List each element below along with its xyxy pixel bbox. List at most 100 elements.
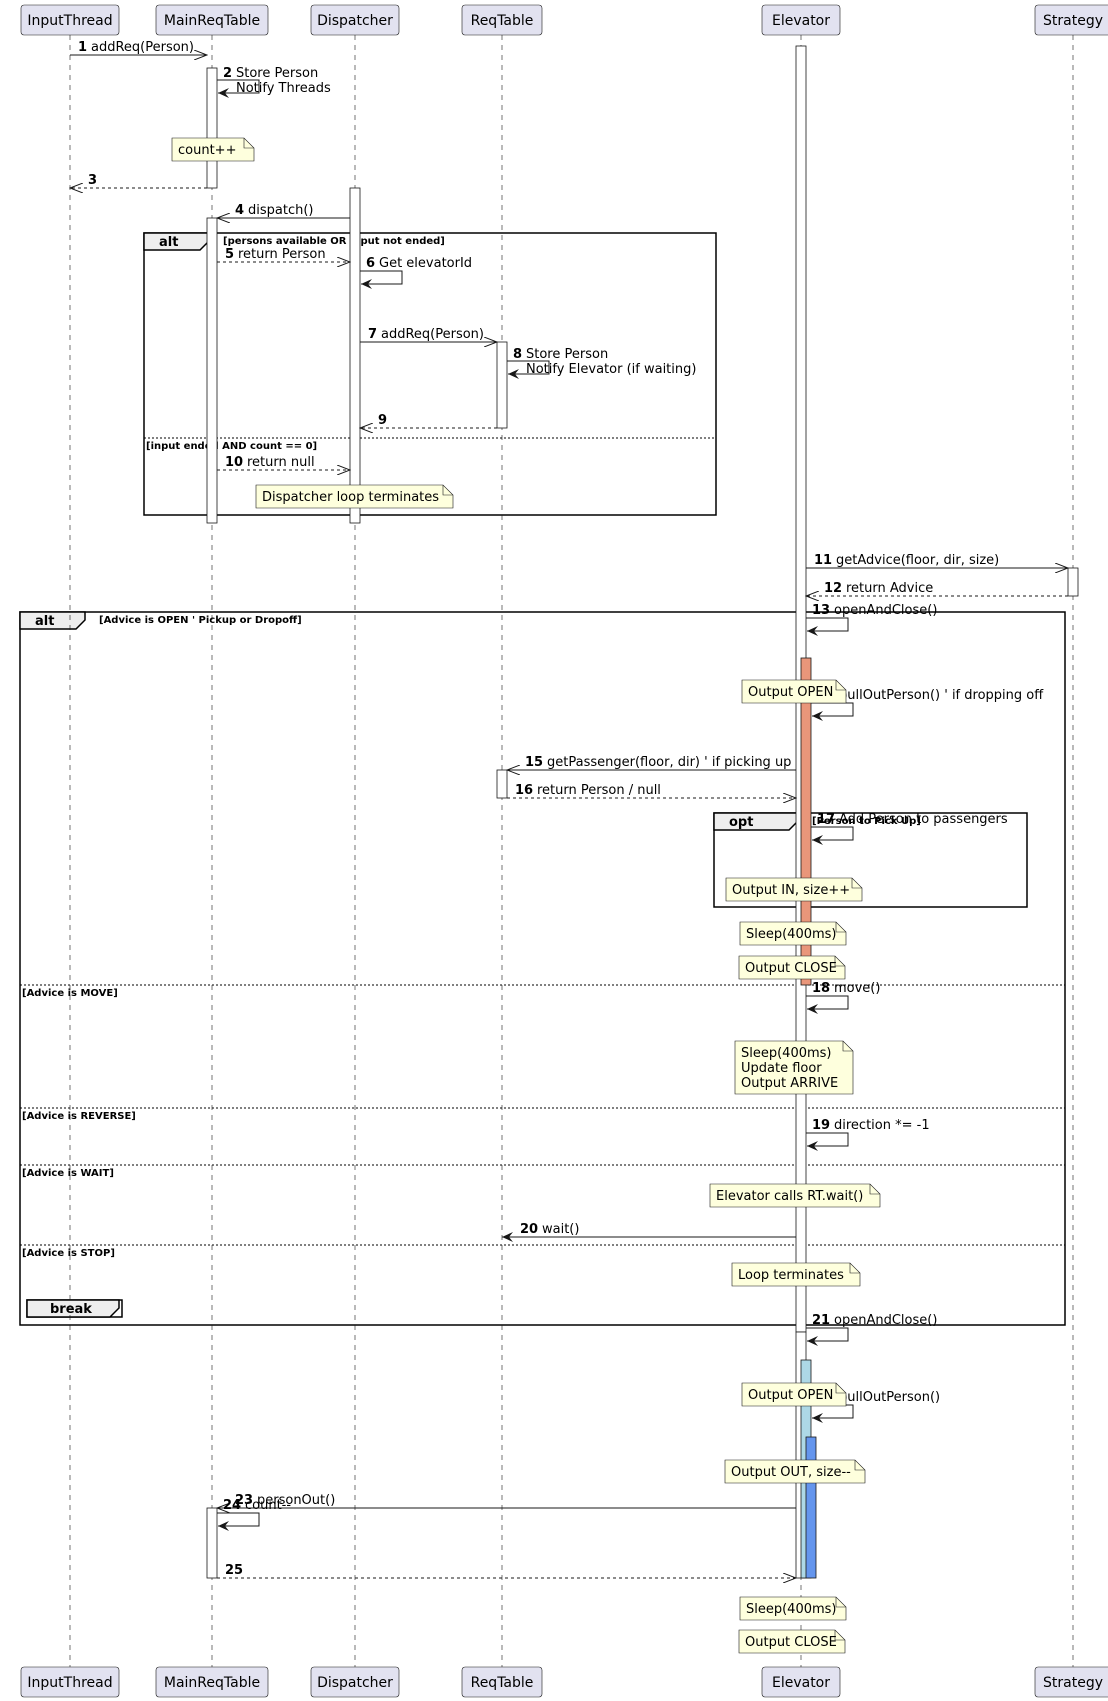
- note-fold: [243, 138, 254, 149]
- note-fold: [854, 1460, 865, 1471]
- message-number: 24: [223, 1498, 241, 1513]
- note-n10: Output OPEN: [741, 1382, 847, 1407]
- note-text: Dispatcher loop terminates: [262, 490, 439, 505]
- participant-label: Elevator: [772, 13, 830, 29]
- note-text: Output CLOSE: [745, 1635, 837, 1650]
- note-box: [741, 679, 847, 704]
- note-fold: [834, 956, 845, 967]
- participant-label: Dispatcher: [317, 1675, 393, 1691]
- message-10: 10 return null: [217, 455, 350, 470]
- note-box: [741, 1382, 847, 1407]
- note-box: [739, 1596, 847, 1621]
- message-label: dispatch(): [248, 203, 313, 218]
- participant-label: ReqTable: [471, 1675, 534, 1691]
- participant-strategy-bottom: Strategy: [1034, 1666, 1108, 1698]
- frame-guard: [Advice is OPEN ' Pickup or Dropoff]: [99, 615, 302, 626]
- note-n4: Output IN, size++: [725, 877, 863, 902]
- note-text: Sleep(400ms): [746, 1602, 837, 1617]
- note-box: [731, 1262, 861, 1287]
- message-number: 2: [223, 66, 232, 81]
- note-n6: Output CLOSE: [738, 955, 846, 980]
- message-label: Store Person: [236, 66, 318, 81]
- message-number: 3: [88, 173, 97, 188]
- participant-reqtable-bottom: ReqTable: [461, 1666, 543, 1698]
- participant-elevator-top: Elevator: [761, 4, 841, 36]
- activation-bar: [206, 217, 218, 524]
- participant-reqtable-top: ReqTable: [461, 4, 543, 36]
- participant-label: Elevator: [772, 1675, 830, 1691]
- participant-label: Strategy: [1043, 13, 1103, 29]
- message-label: Add Person to passengers: [839, 812, 1008, 827]
- note-fold: [835, 680, 846, 691]
- message-arrow: [360, 270, 403, 289]
- participant-label: Strategy: [1043, 1675, 1103, 1691]
- participant-box: [155, 1666, 269, 1698]
- note-text: Output OPEN: [748, 1388, 833, 1403]
- message-number: 15: [525, 755, 543, 770]
- message-number: 5: [225, 247, 234, 262]
- frame-alt-0: alt[persons available OR input not ended…: [143, 232, 717, 516]
- participant-box: [20, 1666, 120, 1698]
- message-label: openAndClose(): [834, 603, 937, 618]
- activation-bar: [206, 1507, 218, 1579]
- message-number: 18: [812, 981, 830, 996]
- message-number: 16: [515, 783, 533, 798]
- frame-border: [713, 812, 1028, 908]
- note-fold: [835, 1383, 846, 1394]
- message-16: 16 return Person / null: [507, 783, 796, 798]
- message-number: 7: [368, 327, 377, 342]
- frame-tab: [26, 1299, 120, 1318]
- participant-label: ReqTable: [471, 13, 534, 29]
- participant-box: [310, 1666, 400, 1698]
- note-box: [724, 1459, 866, 1484]
- message-number: 23: [235, 1493, 253, 1508]
- frame-border: [19, 611, 1066, 1326]
- message-number: 9: [378, 413, 387, 428]
- message-number: 12: [824, 581, 842, 596]
- note-n11: Output OUT, size--: [724, 1459, 866, 1484]
- participant-label: InputThread: [27, 13, 112, 29]
- note-fold: [442, 485, 453, 496]
- note-box: [738, 1629, 846, 1654]
- activation-bar: [496, 769, 508, 799]
- frame-keyword: break: [50, 1302, 92, 1317]
- message-label: return null: [247, 455, 315, 470]
- message-arrow: [806, 1327, 849, 1346]
- note-n8: Elevator calls RT.wait(): [709, 1183, 881, 1208]
- message-number: 4: [235, 203, 244, 218]
- note-n13: Output CLOSE: [738, 1629, 846, 1654]
- message-label: addReq(Person): [91, 40, 194, 55]
- message-number: 25: [225, 1563, 243, 1578]
- note-n1: count++: [171, 137, 255, 162]
- note-text: Sleep(400ms): [741, 1046, 832, 1061]
- note-text: Output OUT, size--: [731, 1465, 851, 1480]
- note-n3: Output OPEN: [741, 679, 847, 704]
- note-text: Update floor: [741, 1061, 822, 1076]
- message-arrow: [217, 79, 260, 98]
- note-fold: [835, 1597, 846, 1608]
- participant-label: MainReqTable: [164, 13, 260, 29]
- message-number: 8: [513, 347, 522, 362]
- message-label: getAdvice(floor, dir, size): [836, 553, 999, 568]
- frame-guard: [Person to Pick Up]: [812, 816, 921, 827]
- participant-elevator-bottom: Elevator: [761, 1666, 841, 1698]
- participant-label: InputThread: [27, 1675, 112, 1691]
- message-arrow: [217, 1512, 260, 1531]
- message-4: 4 dispatch(): [217, 203, 350, 218]
- message-number: 10: [225, 455, 243, 470]
- frame-tab: [143, 232, 210, 251]
- message-label: return Person / null: [537, 783, 661, 798]
- note-n5: Sleep(400ms): [739, 921, 847, 946]
- participant-box: [310, 4, 400, 36]
- participant-label: MainReqTable: [164, 1675, 260, 1691]
